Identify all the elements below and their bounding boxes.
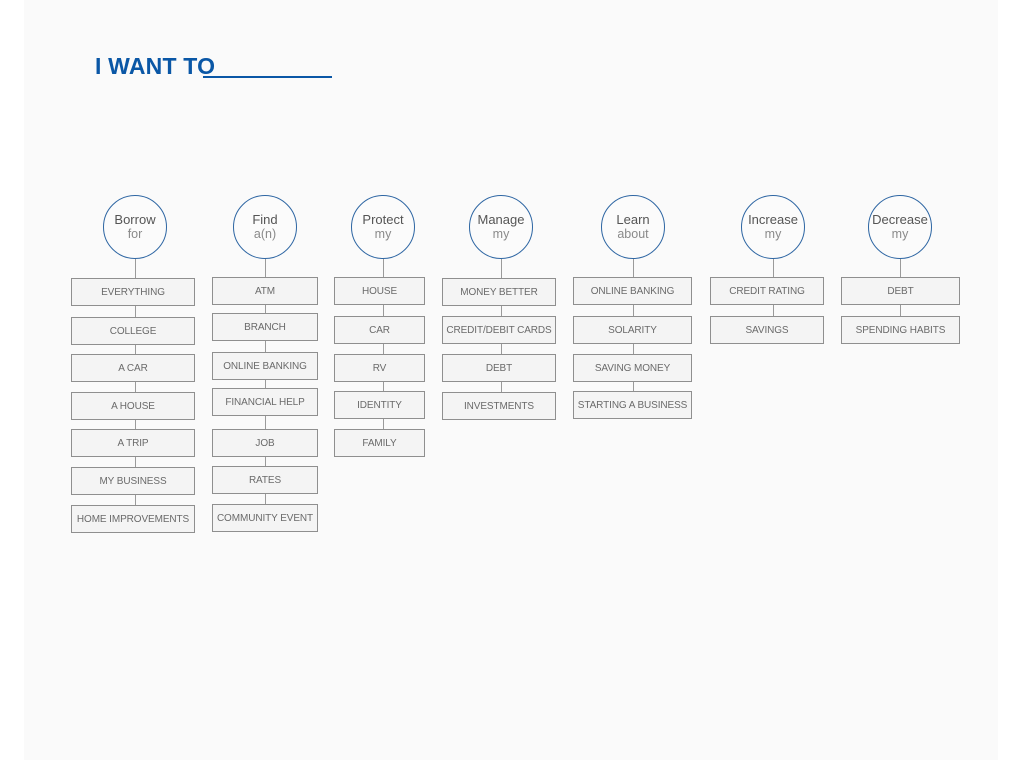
category-verb: Borrow — [114, 212, 156, 227]
connector-line — [383, 259, 384, 429]
category-verb: Protect — [362, 212, 404, 227]
option-box[interactable]: A CAR — [71, 354, 195, 382]
option-box[interactable]: EVERYTHING — [71, 278, 195, 306]
option-box[interactable]: COMMUNITY EVENT — [212, 504, 318, 532]
option-box[interactable]: RV — [334, 354, 425, 382]
category-qualifier: about — [617, 227, 649, 241]
option-box[interactable]: SAVINGS — [710, 316, 824, 344]
option-box[interactable]: STARTING A BUSINESS — [573, 391, 692, 419]
category-verb: Decrease — [872, 212, 928, 227]
category-qualifier: my — [374, 227, 392, 241]
connector-line — [135, 259, 136, 505]
option-box[interactable]: JOB — [212, 429, 318, 457]
category-verb: Increase — [748, 212, 798, 227]
category-verb: Learn — [616, 212, 650, 227]
option-box[interactable]: SPENDING HABITS — [841, 316, 960, 344]
option-box[interactable]: IDENTITY — [334, 391, 425, 419]
option-box[interactable]: CREDIT RATING — [710, 277, 824, 305]
option-box[interactable]: ATM — [212, 277, 318, 305]
option-box[interactable]: MY BUSINESS — [71, 467, 195, 495]
option-box[interactable]: ONLINE BANKING — [212, 352, 318, 380]
option-box[interactable]: ONLINE BANKING — [573, 277, 692, 305]
category-qualifier: my — [891, 227, 909, 241]
title-blank-line — [203, 76, 332, 78]
category-qualifier: my — [492, 227, 510, 241]
option-box[interactable]: A HOUSE — [71, 392, 195, 420]
category-verb: Manage — [477, 212, 525, 227]
option-box[interactable]: COLLEGE — [71, 317, 195, 345]
page-title: I WANT TO — [95, 53, 216, 79]
option-box[interactable]: SOLARITY — [573, 316, 692, 344]
option-box[interactable]: INVESTMENTS — [442, 392, 556, 420]
option-box[interactable]: CAR — [334, 316, 425, 344]
option-box[interactable]: RATES — [212, 466, 318, 494]
option-box[interactable]: HOUSE — [334, 277, 425, 305]
category-qualifier: my — [764, 227, 782, 241]
option-box[interactable]: HOME IMPROVEMENTS — [71, 505, 195, 533]
option-box[interactable]: SAVING MONEY — [573, 354, 692, 382]
option-box[interactable]: BRANCH — [212, 313, 318, 341]
option-box[interactable]: A TRIP — [71, 429, 195, 457]
option-box[interactable]: DEBT — [442, 354, 556, 382]
option-box[interactable]: FAMILY — [334, 429, 425, 457]
category-qualifier: a(n) — [253, 227, 277, 241]
category-qualifier: for — [127, 227, 143, 241]
option-box[interactable]: DEBT — [841, 277, 960, 305]
category-verb: Find — [252, 212, 278, 227]
option-box[interactable]: MONEY BETTER — [442, 278, 556, 306]
option-box[interactable]: CREDIT/DEBIT CARDS — [442, 316, 556, 344]
connector-line — [265, 259, 266, 504]
option-box[interactable]: FINANCIAL HELP — [212, 388, 318, 416]
